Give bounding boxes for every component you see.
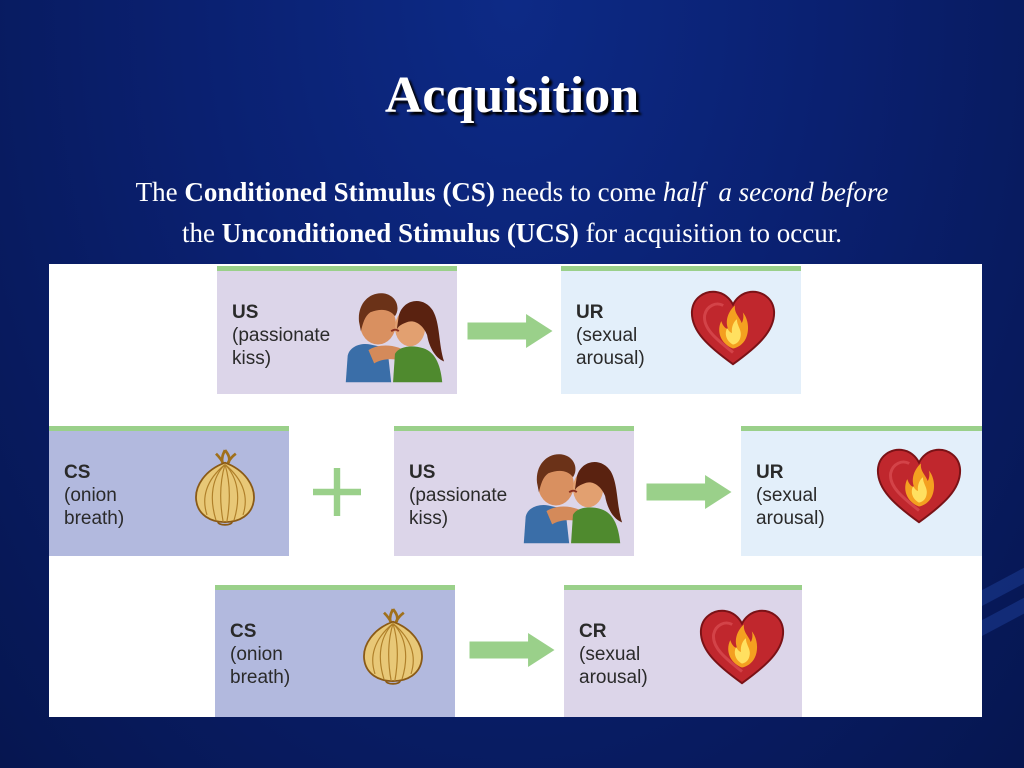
row3-cr-abbr: CR: [579, 621, 607, 642]
row2-ur-abbr: UR: [756, 462, 784, 483]
row1-ur-box: UR (sexual arousal): [561, 266, 801, 394]
row2-cs-box: CS (onion breath): [49, 426, 289, 556]
subtitle-term-cs: Conditioned Stimulus (CS): [184, 177, 495, 207]
kissing-couple-icon: [520, 447, 624, 545]
onion-icon: [189, 445, 261, 529]
row1-us-desc: (passionate kiss): [232, 325, 331, 369]
row3-cs-box: CS (onion breath): [215, 585, 455, 717]
row2-ur-label: UR (sexual arousal): [756, 461, 825, 530]
row2-us-abbr: US: [409, 462, 436, 483]
plus-icon: [313, 468, 361, 516]
row3-cs-label: CS (onion breath): [230, 620, 290, 689]
flaming-heart-icon: [698, 608, 786, 688]
row1-ur-label: UR (sexual arousal): [576, 301, 645, 370]
row3-cs-desc: (onion breath): [230, 644, 291, 688]
flaming-heart-icon: [689, 289, 777, 369]
subtitle-text: needs to come: [494, 177, 663, 207]
row2-cs-abbr: CS: [64, 462, 91, 483]
row2-cs-desc: (onion breath): [64, 485, 125, 529]
right-arrow-icon: [646, 475, 732, 509]
row1-us-label: US (passionate kiss): [232, 301, 330, 370]
right-arrow-icon: [469, 633, 555, 667]
flaming-heart-icon: [875, 447, 963, 527]
subtitle-emphasis: half a second before: [662, 177, 889, 207]
subtitle-text: for acquisition to occur.: [578, 218, 842, 248]
kissing-couple-icon: [342, 286, 446, 384]
subtitle-line-2: the Unconditioned Stimulus (UCS) for acq…: [30, 213, 994, 254]
conditioning-diagram: US (passionate kiss) UR (sexual arousal)…: [49, 264, 982, 717]
subtitle-text: The: [135, 177, 185, 207]
row2-cs-label: CS (onion breath): [64, 461, 124, 530]
subtitle-text: the: [181, 218, 222, 248]
subtitle-line-1: The Conditioned Stimulus (CS) needs to c…: [30, 172, 994, 213]
row1-us-abbr: US: [232, 302, 259, 323]
subtitle-term-ucs: Unconditioned Stimulus (UCS): [221, 218, 579, 248]
row3-cr-desc: (sexual arousal): [579, 644, 648, 688]
row2-us-box: US (passionate kiss): [394, 426, 634, 556]
row1-ur-desc: (sexual arousal): [576, 325, 645, 369]
right-arrow-icon: [467, 314, 553, 348]
row2-us-desc: (passionate kiss): [409, 485, 508, 529]
row3-cr-label: CR (sexual arousal): [579, 620, 648, 689]
row2-ur-box: UR (sexual arousal): [741, 426, 982, 556]
row1-us-box: US (passionate kiss): [217, 266, 457, 394]
slide-title: Acquisition: [384, 67, 640, 124]
onion-icon: [357, 604, 429, 688]
row1-ur-abbr: UR: [576, 302, 604, 323]
row3-cr-box: CR (sexual arousal): [564, 585, 802, 717]
row3-cs-abbr: CS: [230, 621, 257, 642]
row2-us-label: US (passionate kiss): [409, 461, 507, 530]
row2-ur-desc: (sexual arousal): [756, 485, 825, 529]
slide-subtitle: The Conditioned Stimulus (CS) needs to c…: [30, 172, 994, 254]
